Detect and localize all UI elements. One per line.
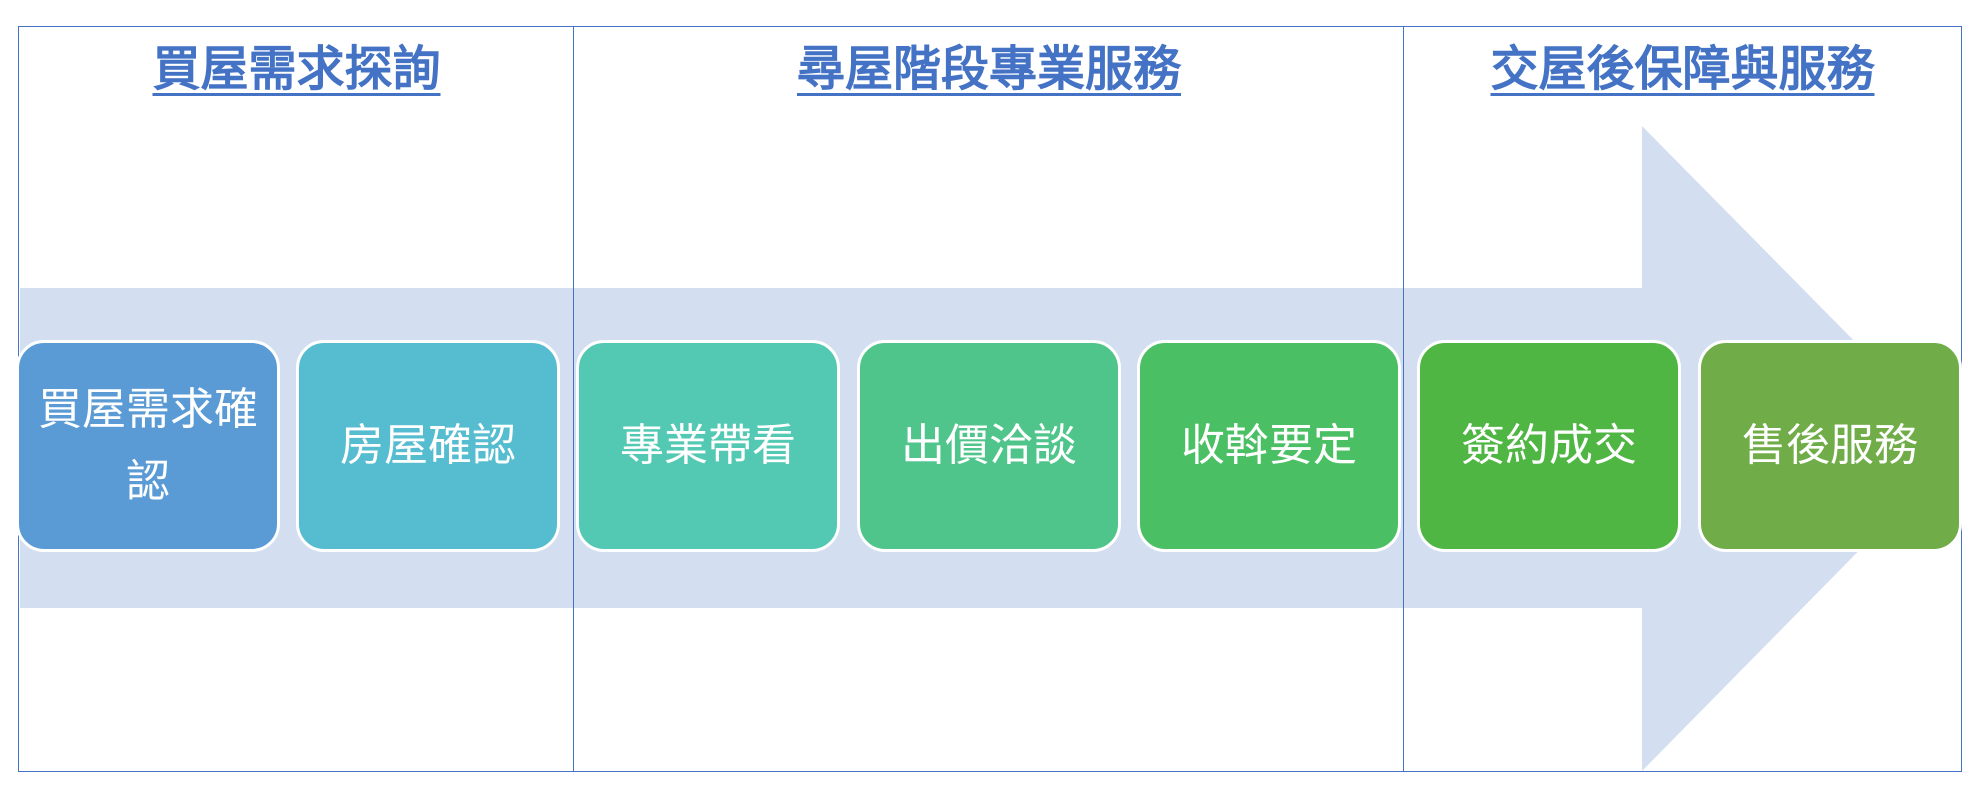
step-demand-confirm: 買屋需求確認	[16, 340, 280, 552]
step-deposit: 收斡要定	[1137, 340, 1401, 552]
step-contract: 簽約成交	[1417, 340, 1681, 552]
section-title-demand: 買屋需求探詢	[152, 41, 441, 97]
step-house-confirm: 房屋確認	[296, 340, 560, 552]
section-title-search: 尋屋階段專業服務	[796, 41, 1181, 97]
step-after-sales: 售後服務	[1698, 340, 1962, 552]
step-negotiation: 出價洽談	[857, 340, 1121, 552]
section-title-after-sale: 交屋後保障與服務	[1490, 41, 1875, 97]
section-divider	[573, 26, 574, 772]
step-viewing: 專業帶看	[576, 340, 840, 552]
section-divider	[1403, 26, 1404, 772]
